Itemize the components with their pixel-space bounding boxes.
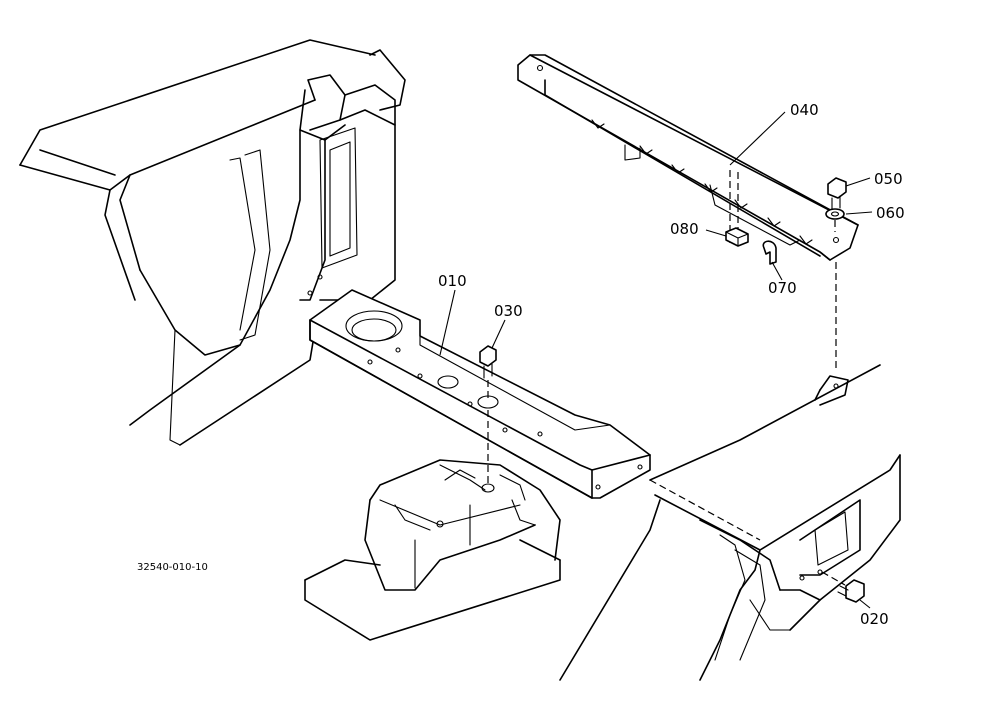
part-060-washer [825, 208, 845, 220]
callout-010: 010 [438, 272, 467, 290]
part-050-bolt [827, 177, 847, 211]
callout-labels: 010 020 030 040 050 060 070 080 [438, 101, 905, 628]
part-080-key [725, 227, 749, 247]
callout-080: 080 [670, 220, 699, 238]
reference-code: 32540-010-10 [137, 562, 208, 573]
part-040-channel-bracket [517, 54, 859, 261]
left-frame-assembly [19, 39, 406, 446]
part-030-bolt [479, 345, 497, 379]
leader-lines [439, 111, 873, 609]
callout-060: 060 [876, 204, 905, 222]
callout-070: 070 [768, 279, 797, 297]
callout-030: 030 [494, 302, 523, 320]
callout-050: 050 [874, 170, 903, 188]
right-frame-assembly [559, 364, 901, 681]
part-070-clip [762, 240, 777, 265]
part-020-bolt [837, 579, 865, 603]
engine-assembly [304, 459, 561, 641]
callout-020: 020 [860, 610, 889, 628]
part-010-main-plate [309, 289, 651, 499]
callout-040: 040 [790, 101, 819, 119]
